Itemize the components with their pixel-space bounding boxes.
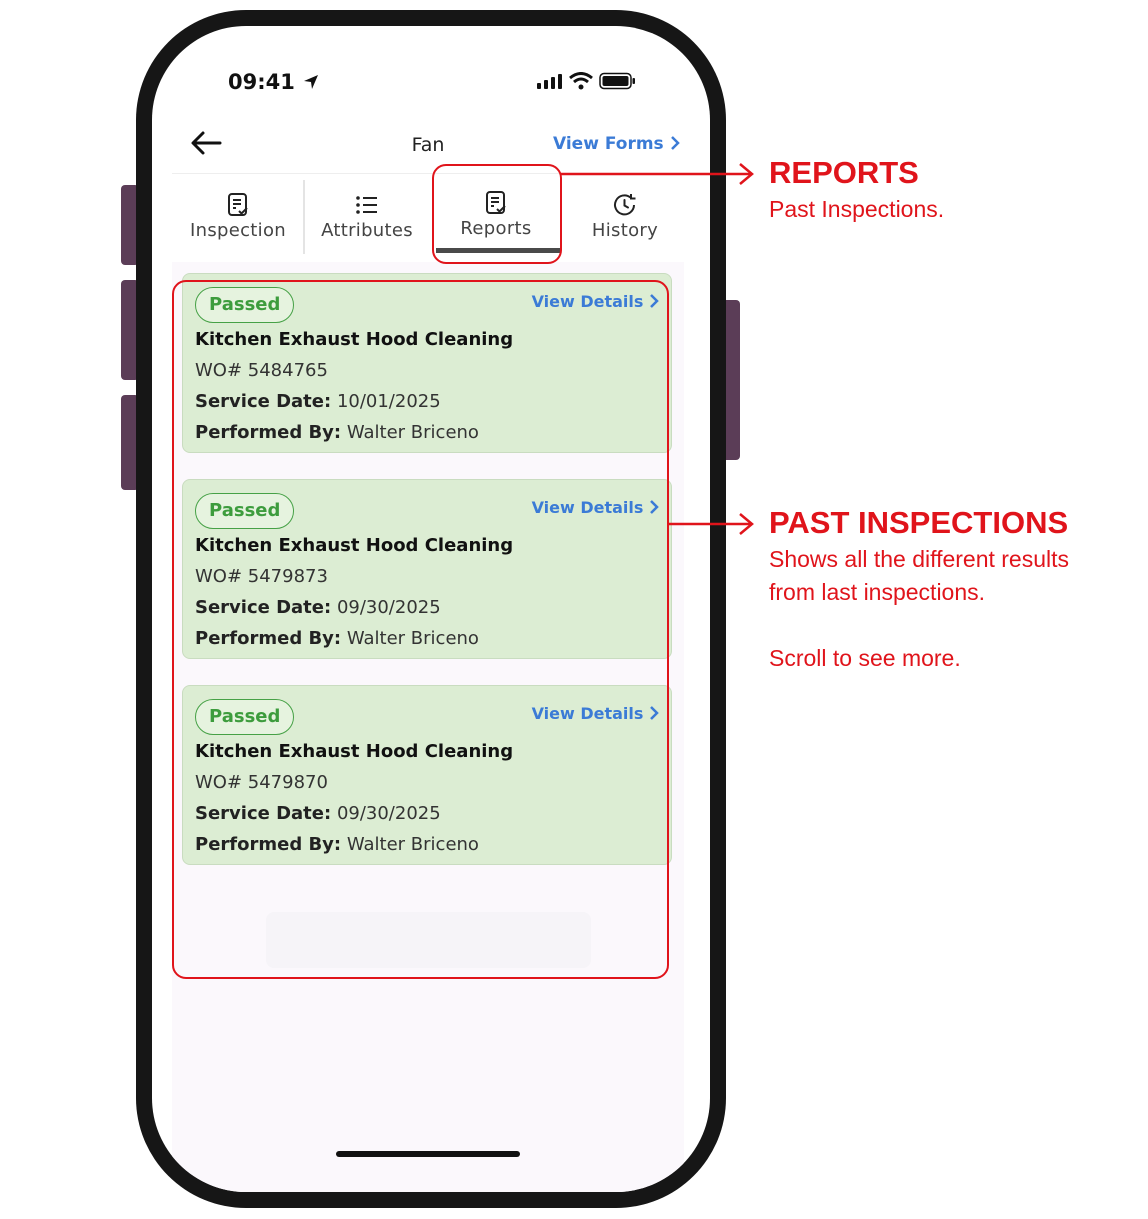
tab-attributes[interactable]: Attributes [303,174,431,256]
status-badge: Passed [195,287,295,323]
performed-by-label: Performed By: [195,834,342,855]
service-date: Service Date: 09/30/2025 [195,803,441,824]
performed-by: Performed By: Walter Briceno [195,628,479,649]
view-details-label: View Details [531,292,644,311]
tab-reports-label: Reports [460,218,532,239]
report-card[interactable]: Passed View Details Kitchen Exhaust Hood… [182,273,672,453]
clock-history-icon [614,194,636,216]
battery-icon [599,72,635,90]
service-date-value: 09/30/2025 [336,597,441,618]
arrow-left-icon [191,131,222,155]
chevron-right-icon [670,136,680,150]
tab-history[interactable]: History [561,174,689,256]
page-title: Fan [411,134,445,156]
tab-inspection[interactable]: Inspection [174,174,302,256]
list-icon [356,196,377,214]
performed-by: Performed By: Walter Briceno [195,422,479,443]
past-inspections-highlight [172,280,669,979]
past-inspections-annotation-title: PAST INSPECTIONS [769,505,1069,540]
tab-reports[interactable]: Reports [432,174,560,256]
reports-annotation-text: Past Inspections. [769,196,945,222]
service-date-label: Service Date: [195,391,332,412]
reports-annotation-title: REPORTS [769,155,919,190]
view-details-link[interactable]: View Details [532,704,659,723]
location-arrow-icon [304,75,319,89]
phone-screen: 09:41 Fan View Forms [152,26,710,1192]
phone-power-button [722,300,740,460]
service-date-label: Service Date: [195,597,332,618]
wifi-icon [569,72,594,90]
view-details-label: View Details [531,498,644,517]
view-details-link[interactable]: View Details [532,292,659,311]
reports-tab-highlight [432,164,562,264]
back-button[interactable] [190,130,222,161]
tab-history-label: History [591,220,659,241]
performed-by: Performed By: Walter Briceno [195,834,479,855]
faded-card-placeholder [266,912,591,968]
form-check-icon [228,193,248,216]
status-icons [536,72,637,95]
past-inspections-annotation-line1: Shows all the different results [769,546,1070,572]
view-details-label: View Details [531,704,644,723]
reports-arrow-icon [560,163,754,185]
status-time-text: 09:41 [228,70,295,94]
home-indicator [336,1151,520,1157]
service-date-label: Service Date: [195,803,332,824]
chevron-right-icon [650,500,659,514]
status-time: 09:41 [228,70,320,94]
report-title: Kitchen Exhaust Hood Cleaning [195,535,514,556]
performed-by-value: Walter Briceno [346,422,479,443]
chevron-right-icon [650,294,659,308]
form-check-icon [486,191,506,214]
tab-bar: Inspection Attributes Reports His [172,173,682,256]
tab-selected-indicator [436,248,560,253]
report-title: Kitchen Exhaust Hood Cleaning [195,329,514,350]
service-date: Service Date: 10/01/2025 [195,391,441,412]
phone-volume-down-button [121,395,139,490]
past-inspections-annotation-line3: Scroll to see more. [769,645,961,671]
tab-attributes-label: Attributes [321,220,413,241]
report-title: Kitchen Exhaust Hood Cleaning [195,741,514,762]
cellular-signal-icon [537,74,562,89]
phone-side-button [121,185,139,265]
performed-by-label: Performed By: [195,628,342,649]
view-forms-link[interactable]: View Forms [553,134,680,154]
performed-by-value: Walter Briceno [346,628,479,649]
performed-by-value: Walter Briceno [346,834,479,855]
phone-volume-up-button [121,280,139,380]
tab-inspection-label: Inspection [190,220,286,241]
report-card[interactable]: Passed View Details Kitchen Exhaust Hood… [182,685,672,865]
status-badge: Passed [195,699,295,735]
work-order-number: WO# 5479873 [195,566,328,587]
work-order-number: WO# 5484765 [195,360,328,381]
performed-by-label: Performed By: [195,422,342,443]
reports-list[interactable]: Passed View Details Kitchen Exhaust Hood… [172,262,684,1192]
status-badge: Passed [195,493,295,529]
report-card[interactable]: Passed View Details Kitchen Exhaust Hood… [182,479,672,659]
view-forms-label: View Forms [553,134,664,154]
chevron-right-icon [650,706,659,720]
past-inspections-arrow-icon [669,513,754,535]
tab-divider [303,180,305,254]
past-inspections-annotation-line2: from last inspections. [769,579,986,605]
work-order-number: WO# 5479870 [195,772,328,793]
service-date-value: 09/30/2025 [336,803,441,824]
view-details-link[interactable]: View Details [532,498,659,517]
service-date: Service Date: 09/30/2025 [195,597,441,618]
service-date-value: 10/01/2025 [336,391,441,412]
